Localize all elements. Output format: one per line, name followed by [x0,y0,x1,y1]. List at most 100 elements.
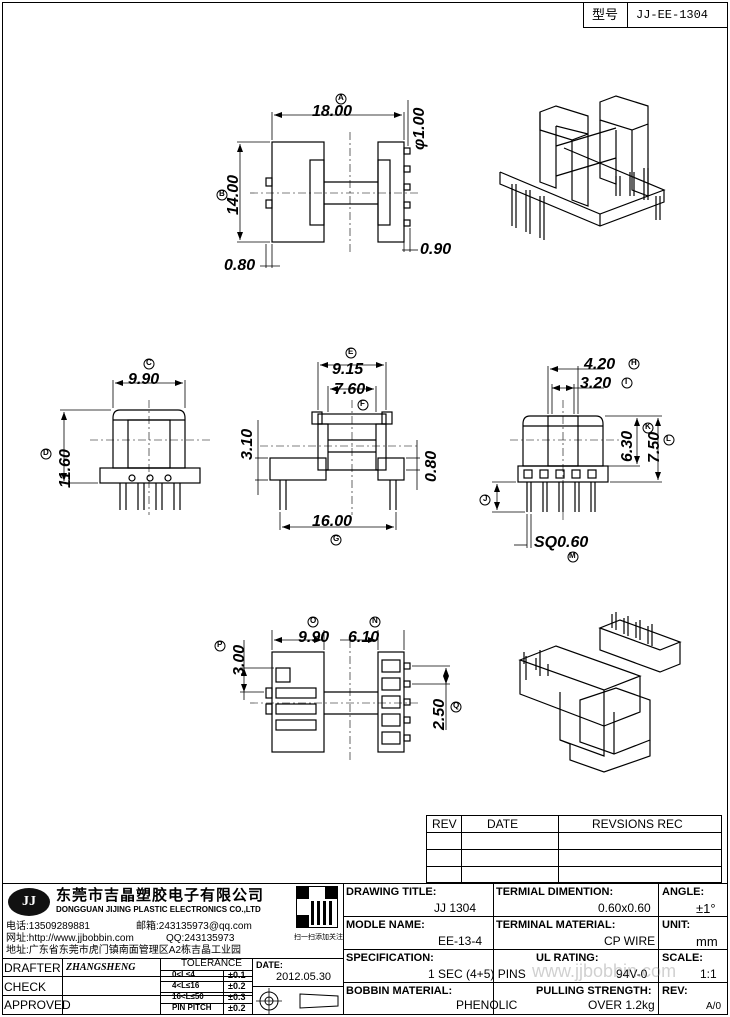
marker-c: C [146,358,152,367]
tol-range-2: 4<L≤16 [172,981,200,990]
unit-label: UNIT: [662,919,691,931]
dim-990a: 9.90 [128,371,160,388]
rev-value: A/0 [706,1001,722,1012]
bobbin-label: BOBBIN MATERIAL: [346,985,453,997]
company-qq: QQ:243135973 [166,933,235,944]
dim-420: 4.20 [584,356,616,373]
date-value: 2012.05.30 [276,971,332,983]
pull-value: OVER 1.2kg [588,998,655,1012]
company-address: 地址:广东省东莞市虎门镇南面管理区A2栋吉晶工业园 [6,945,242,956]
dim-1160: 11.60 [57,449,74,488]
marker-d: D [43,448,49,457]
dim-080b: 0.80 [423,450,440,482]
marker-p: P [217,640,223,649]
dim-14: 14.00 [225,174,242,215]
iso-view-top [499,95,666,240]
marker-g: G [333,534,340,543]
terminal-dim: 0.60x0.60 [598,901,651,915]
drawing-title-label: DRAWING TITLE: [346,886,437,898]
company-tel: 电话:13509289881 [6,921,90,932]
approved-label: APPROVED [4,998,71,1012]
rev-header: REV [432,817,457,831]
company-name-cn: 东莞市吉晶塑胶电子有限公司 [56,887,265,904]
dim-090: 0.90 [420,241,452,258]
marker-i: I [625,377,628,386]
pull-label: PULLING STRENGTH: [536,985,652,997]
check-label: CHECK [4,980,47,994]
dim-630: 6.30 [619,430,636,462]
ul-value: 94V-0 [616,967,648,981]
marker-f: F [360,399,365,408]
marker-j: J [483,494,488,503]
terminal-mat: CP WIRE [604,934,656,948]
angle-label: ANGLE: [662,886,705,898]
marker-q: Q [453,701,460,710]
qr-caption: 扫一扫添加关注 [294,934,343,941]
scale-value: 1:1 [700,967,717,981]
qr-code [296,886,338,928]
tol-value-2: ±0.2 [228,981,246,991]
marker-l: L [666,434,671,443]
date-label: DATE: [256,960,283,970]
model-box-divider [627,2,628,28]
revisions-header: REVSIONS REC [592,817,683,831]
marker-m: M [569,551,576,560]
dim-1600: 16.00 [312,513,353,530]
dim-915: 9.15 [332,361,364,378]
watermark: www.jjbobbin.com [532,961,677,981]
tol-value-4: ±0.2 [228,1003,246,1013]
date-header: DATE [487,817,519,831]
front-body [112,409,186,469]
unit-value: mm [696,934,718,949]
dim-610: 6.10 [348,629,380,646]
drafter-value: ZHANGSHENG [66,962,136,973]
tol-range-1: 0<L≤4 [172,970,195,979]
terminal-mat-label: TERMINAL MATERIAL: [496,919,616,931]
marker-n: N [372,616,378,625]
terminal-dim-label: TERMIAL DIMENTION: [496,886,614,898]
model-name: EE-13-4 [438,934,483,948]
dim-250: 2.50 [431,698,448,730]
tolerance-label: TOLERANCE [181,958,242,969]
spec-value: 1 SEC (4+5) PINS [428,967,526,981]
company-name-en: DONGGUAN JIJING PLASTIC ELECTRONICS CO.,… [56,905,261,914]
marker-b: B [219,189,225,198]
scale-label: SCALE: [662,952,703,964]
marker-k: K [645,422,651,431]
dim-320: 3.20 [580,375,612,392]
company-web: 网址:http://www.jjbobbin.com [6,933,134,944]
tol-range-4: PIN PITCH [172,1003,212,1012]
marker-e: E [348,347,354,356]
company-logo: JJ [8,888,50,916]
dim-sq060: SQ0.60 [534,534,589,551]
dim-760: 7.60 [334,381,366,398]
model-box [583,2,728,28]
model-label: 型号 [592,7,619,22]
dim-300: 3.00 [231,644,248,676]
right-body [522,415,604,467]
top-flange-left [271,141,325,243]
marker-h: H [631,358,637,367]
rev-label: REV: [662,985,688,997]
iso-view-bottom [518,612,682,773]
drawing-title: JJ 1304 [434,901,477,915]
angle-value: ±1° [696,901,716,916]
model-value: JJ-EE-1304 [636,8,709,22]
dim-310: 3.10 [239,428,256,460]
dim-990b: 9.90 [298,629,330,646]
marker-a: A [338,93,344,102]
spec-label: SPECIFICATION: [346,952,434,964]
marker-o: O [310,616,317,625]
top-flange-right [377,141,405,243]
ul-label: UL RATING: [536,952,599,964]
bobbin-value: PHENOLIC [456,998,518,1012]
dim-750: 7.50 [646,431,663,463]
bottom-flange-left [271,651,325,753]
tol-value-3: ±0.3 [228,992,246,1002]
drafter-label: DRAFTER [4,961,61,975]
dim-18: 18.00 [312,103,353,120]
model-name-label: MODLE NAME: [346,919,425,931]
tol-range-3: 16<L≤50 [172,992,204,1001]
